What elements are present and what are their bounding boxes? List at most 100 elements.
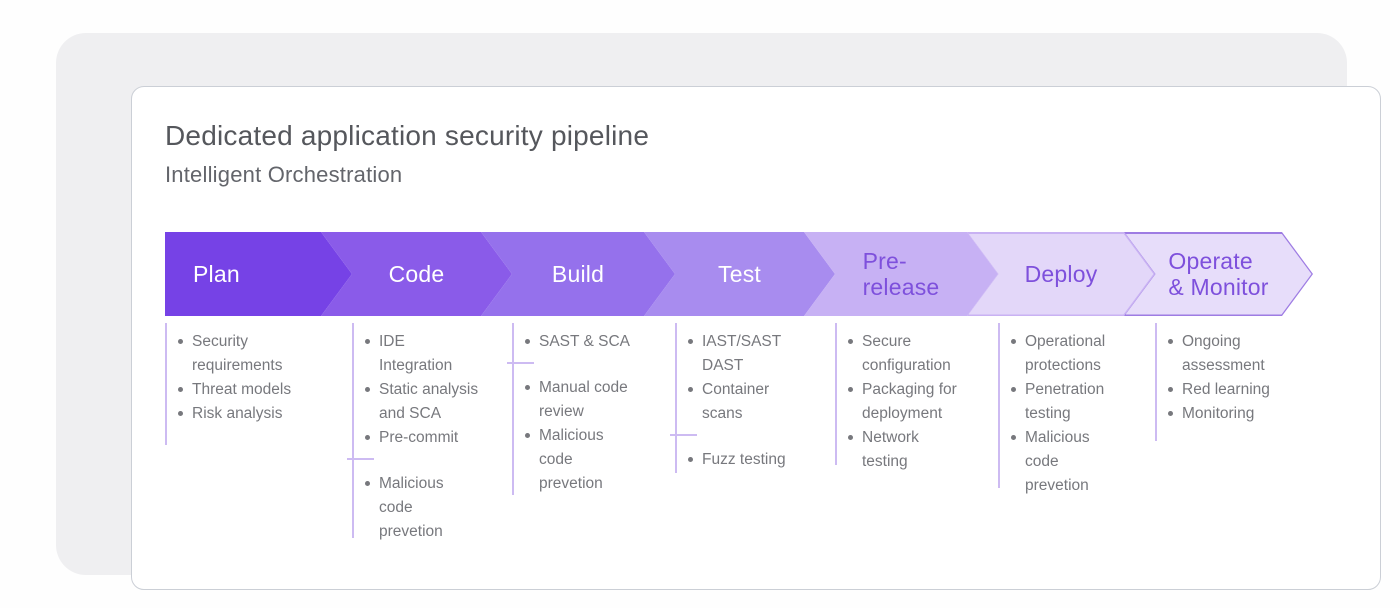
column-rule <box>512 323 514 495</box>
bullet-item: SAST & SCA <box>525 330 669 354</box>
bullet-text: Monitoring <box>1182 405 1255 422</box>
bullet-item: IDE Integration <box>365 330 506 378</box>
page-subtitle: Intelligent Orchestration <box>165 162 403 187</box>
chevron-deploy: Deploy <box>967 232 1155 316</box>
bullet-dot-icon <box>688 339 693 344</box>
card-content: Dedicated application security pipeline … <box>132 87 1380 544</box>
bullet-text: Fuzz testing <box>702 451 786 468</box>
bullet-dot-icon <box>365 435 370 440</box>
bullet-item: Malicious code prevetion <box>365 472 506 544</box>
bullet-dot-icon <box>1011 339 1016 344</box>
bullet-text: Static analysis and SCA <box>379 381 479 422</box>
bullet-dot-icon <box>848 339 853 344</box>
stage-label-code: Code <box>388 261 445 287</box>
bullet-item: Monitoring <box>1168 402 1307 426</box>
bullet-text: IAST/SAST DAST <box>702 333 782 374</box>
bullet-text: Risk analysis <box>192 405 283 422</box>
bullet-text: IDE Integration <box>379 333 453 374</box>
bullet-item: Pre-commit <box>365 426 506 450</box>
bullet-text: Network testing <box>862 429 919 470</box>
column-rule <box>998 323 1000 488</box>
bullet-text: Security requirements <box>192 333 283 374</box>
stage-label-build: Build <box>551 261 605 287</box>
column-rule <box>675 323 677 473</box>
bullet-text: Malicious code prevetion <box>379 475 444 540</box>
bullet-text: Container scans <box>702 381 770 422</box>
column-rule <box>352 323 354 538</box>
group-separator-tick <box>507 362 534 364</box>
bullet-text: Pre-commit <box>379 429 459 446</box>
bullet-text: Secure configuration <box>862 333 951 374</box>
bullet-dot-icon <box>525 433 530 438</box>
bullet-text: SAST & SCA <box>539 333 631 350</box>
bullet-dot-icon <box>688 457 693 462</box>
bullet-text: Operational protections <box>1025 333 1106 374</box>
bullet-dot-icon <box>178 411 183 416</box>
bullet-item: Secure configuration <box>848 330 992 378</box>
bullet-dot-icon <box>178 339 183 344</box>
bullet-text: Manual code review <box>539 379 628 420</box>
stage-label-pre-release: Pre- release <box>862 248 940 300</box>
bullet-text: Malicious code prevetion <box>1025 429 1090 494</box>
bullet-item: Manual code review <box>525 376 669 424</box>
column-rule <box>165 323 167 445</box>
chevron-code: Code <box>321 232 512 316</box>
bullet-group: Fuzz testing <box>688 448 829 472</box>
bullet-group: IAST/SAST DAST Container scans <box>688 330 829 426</box>
chevron-fill <box>1126 234 1312 315</box>
stage-label-deploy: Deploy <box>1024 261 1098 287</box>
bullet-dot-icon <box>178 387 183 392</box>
stage-label-operate-monitor: Operate & Monitor <box>1168 248 1269 300</box>
stage-label-plan: Plan <box>193 261 240 287</box>
bullet-text: Threat models <box>192 381 292 398</box>
chevron-build: Build <box>481 232 675 316</box>
chevron-operate-monitor: Operate & Monitor <box>1124 232 1313 316</box>
column-rule <box>835 323 837 465</box>
outer-card: Dedicated application security pipeline … <box>56 33 1381 590</box>
bullet-text: Ongoing assessment <box>1182 333 1265 374</box>
group-separator-tick <box>670 434 697 436</box>
chevron-fill <box>969 234 1154 315</box>
bullet-item: Packaging for deployment <box>848 378 992 426</box>
bullet-item: Network testing <box>848 426 992 474</box>
bullet-text: Red learning <box>1182 381 1270 398</box>
bullet-dot-icon <box>525 339 530 344</box>
chevron-test: Test <box>644 232 835 316</box>
diagram-card: Dedicated application security pipeline … <box>131 86 1381 590</box>
bullet-item: Ongoing assessment <box>1168 330 1307 378</box>
bullet-item: Operational protections <box>1011 330 1149 378</box>
bullet-item: Fuzz testing <box>688 448 829 472</box>
chevron-pre-release: Pre- release <box>804 232 998 316</box>
bullet-dot-icon <box>1011 387 1016 392</box>
chevron-bar: Plan Code Build Test Pre- release Deploy Opera… <box>165 232 1313 316</box>
bullet-item: Risk analysis <box>178 402 346 426</box>
bullet-text: Malicious code prevetion <box>539 427 604 492</box>
bullet-item: Malicious code prevetion <box>525 424 669 496</box>
bullet-item: Penetration testing <box>1011 378 1149 426</box>
bullet-item: Container scans <box>688 378 829 426</box>
column-rule <box>1155 323 1157 441</box>
bullet-item: Red learning <box>1168 378 1307 402</box>
bullet-item: Security requirements <box>178 330 346 378</box>
bullet-text: Penetration testing <box>1025 381 1105 422</box>
bullet-group: Malicious code prevetion <box>365 472 506 544</box>
bullet-dot-icon <box>688 387 693 392</box>
bullet-dot-icon <box>525 385 530 390</box>
bullet-dot-icon <box>1168 339 1173 344</box>
group-separator-tick <box>347 458 374 460</box>
bullet-dot-icon <box>848 435 853 440</box>
bullet-item: IAST/SAST DAST <box>688 330 829 378</box>
